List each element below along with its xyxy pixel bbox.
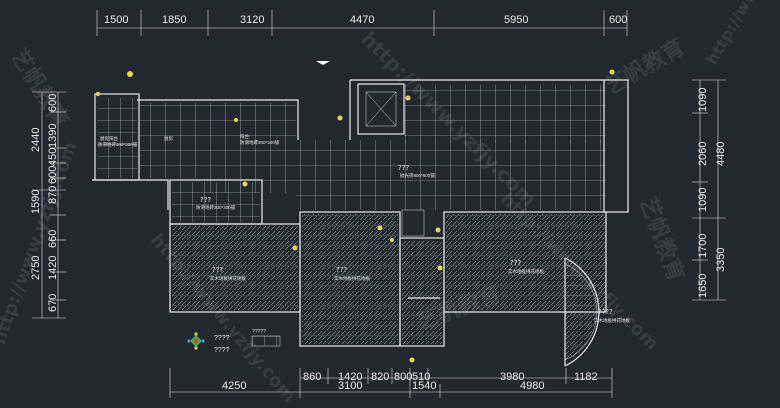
room-name: ??? [212, 266, 223, 274]
room-floor-note: 实木地板拼花地板 [508, 268, 544, 275]
legend-label: ???? [214, 347, 230, 354]
lamp-icon [337, 115, 343, 121]
lamp-icon [390, 238, 394, 242]
bath-core-floor [402, 240, 442, 344]
lamp-icon [409, 357, 415, 363]
lamp-icon [437, 265, 443, 271]
room-name: 厨房阳台 [100, 135, 118, 142]
legend-symbol-icon [187, 332, 205, 350]
dim-label: 4470 [350, 14, 374, 26]
room-floor-note: 防滑地砖300*300铺 [240, 139, 280, 146]
watermark: 艺帆教育 [634, 193, 689, 285]
dim-label: 4980 [520, 380, 544, 392]
watermark: 艺帆教育 [600, 34, 689, 101]
dim-label: 600 [47, 166, 59, 184]
lamp-icon [95, 91, 101, 97]
kitchen-balcony-floor [97, 98, 137, 178]
watermark: 艺帆教育 [5, 44, 74, 132]
dim-label: 3100 [338, 380, 362, 392]
bay-floor [565, 262, 596, 362]
room-name: ??? [200, 196, 211, 204]
dim-label: 1420 [47, 256, 59, 280]
dim-label: 2440 [30, 128, 42, 152]
dim-label: 670 [47, 294, 59, 312]
dim-label: 870 [47, 186, 59, 204]
dim-label: 660 [47, 230, 59, 248]
room-floor-note: 实木地板拼花地板 [334, 275, 370, 282]
dim-label: 1700 [697, 234, 709, 258]
lamp-icon [609, 69, 615, 75]
watermark: http://www.yzfjy.com [0, 139, 82, 347]
dim-label: 1500 [104, 14, 128, 26]
dimension-top: 1500 1850 3120 4470 5950 600 [96, 10, 627, 36]
room-floor-note: 防滑地砖300*300铺 [98, 141, 138, 148]
kitchen-floor [140, 103, 208, 178]
dimension-left: 2440 2750 600 1390 450 600 870 1590 660 … [30, 91, 66, 319]
lamp-icon [234, 118, 238, 122]
dim-label: 1540 [412, 380, 436, 392]
room-floor-note: 防滑地砖300*300铺 [196, 204, 236, 211]
legend-swatch [251, 335, 281, 347]
room-name: ??? [510, 259, 521, 267]
room-name: 厨房 [164, 135, 173, 142]
dim-label: 820 [371, 371, 389, 383]
dim-label: 3980 [500, 371, 524, 383]
room-name: 阳台 [240, 133, 249, 140]
dim-label: 2060 [697, 142, 709, 166]
dim-label: 800 [394, 371, 412, 383]
dim-label: 1420 [338, 371, 362, 383]
dim-label: 2750 [30, 256, 42, 280]
room-floor-note: 实木地板拼花地板 [210, 275, 246, 282]
lamp-icons [95, 69, 615, 363]
lamp-icon [127, 71, 133, 77]
legend: ???? ???? ????? [187, 329, 281, 354]
dim-label: 510 [412, 371, 430, 383]
lamp-icon [377, 225, 383, 231]
dim-label: 1182 [574, 371, 598, 383]
legend-label: ???? [214, 335, 230, 342]
room-floor-note: 抛光砖800*800铺 [400, 172, 435, 179]
lamp-icon [242, 181, 248, 187]
bed2-floor [302, 214, 398, 344]
bath-floor [172, 182, 260, 222]
dim-label: 4480 [715, 142, 727, 166]
dim-label: 5950 [504, 14, 528, 26]
dim-label: 600 [609, 14, 627, 26]
dim-label: 1090 [697, 88, 709, 112]
dim-label: 1650 [697, 274, 709, 298]
bed1-floor [172, 226, 298, 310]
entry-floor [404, 85, 606, 143]
dim-label: 3120 [240, 14, 264, 26]
arrow-icon [316, 61, 330, 65]
dimension-bottom: 860 1420 820 800 510 3980 1182 4250 3100… [169, 368, 613, 398]
living-floor [296, 140, 606, 210]
dim-label: 1390 [47, 124, 59, 148]
lamp-icon [292, 245, 298, 251]
dim-label: 860 [303, 371, 321, 383]
lamp-icon [435, 227, 441, 233]
room-name: ??? [336, 266, 347, 274]
dim-label: 4250 [222, 380, 246, 392]
room-floor-note: 实木地板拼花地板 [594, 317, 630, 324]
dim-label: 1850 [162, 14, 186, 26]
watermark: http://www.yzfjy.com [702, 0, 780, 68]
dim-label: 1590 [30, 190, 42, 214]
plan-body [92, 79, 629, 367]
dimension-right: 1090 2060 1090 1700 1650 4480 3350 [692, 79, 727, 301]
dim-label: 450 [47, 148, 59, 166]
dim-label: 600 [47, 94, 59, 112]
room-name: ??? [398, 164, 409, 172]
room-name: ???? [598, 308, 613, 316]
room-labels: 厨房阳台 防滑地砖300*300铺 厨房 阳台 防滑地砖300*300铺 ???… [98, 133, 630, 324]
dim-label: 1090 [697, 188, 709, 212]
upper-hall-floor [208, 103, 296, 193]
lamp-icon [405, 95, 411, 101]
legend-label: ????? [252, 329, 266, 335]
dim-label: 3350 [715, 248, 727, 272]
